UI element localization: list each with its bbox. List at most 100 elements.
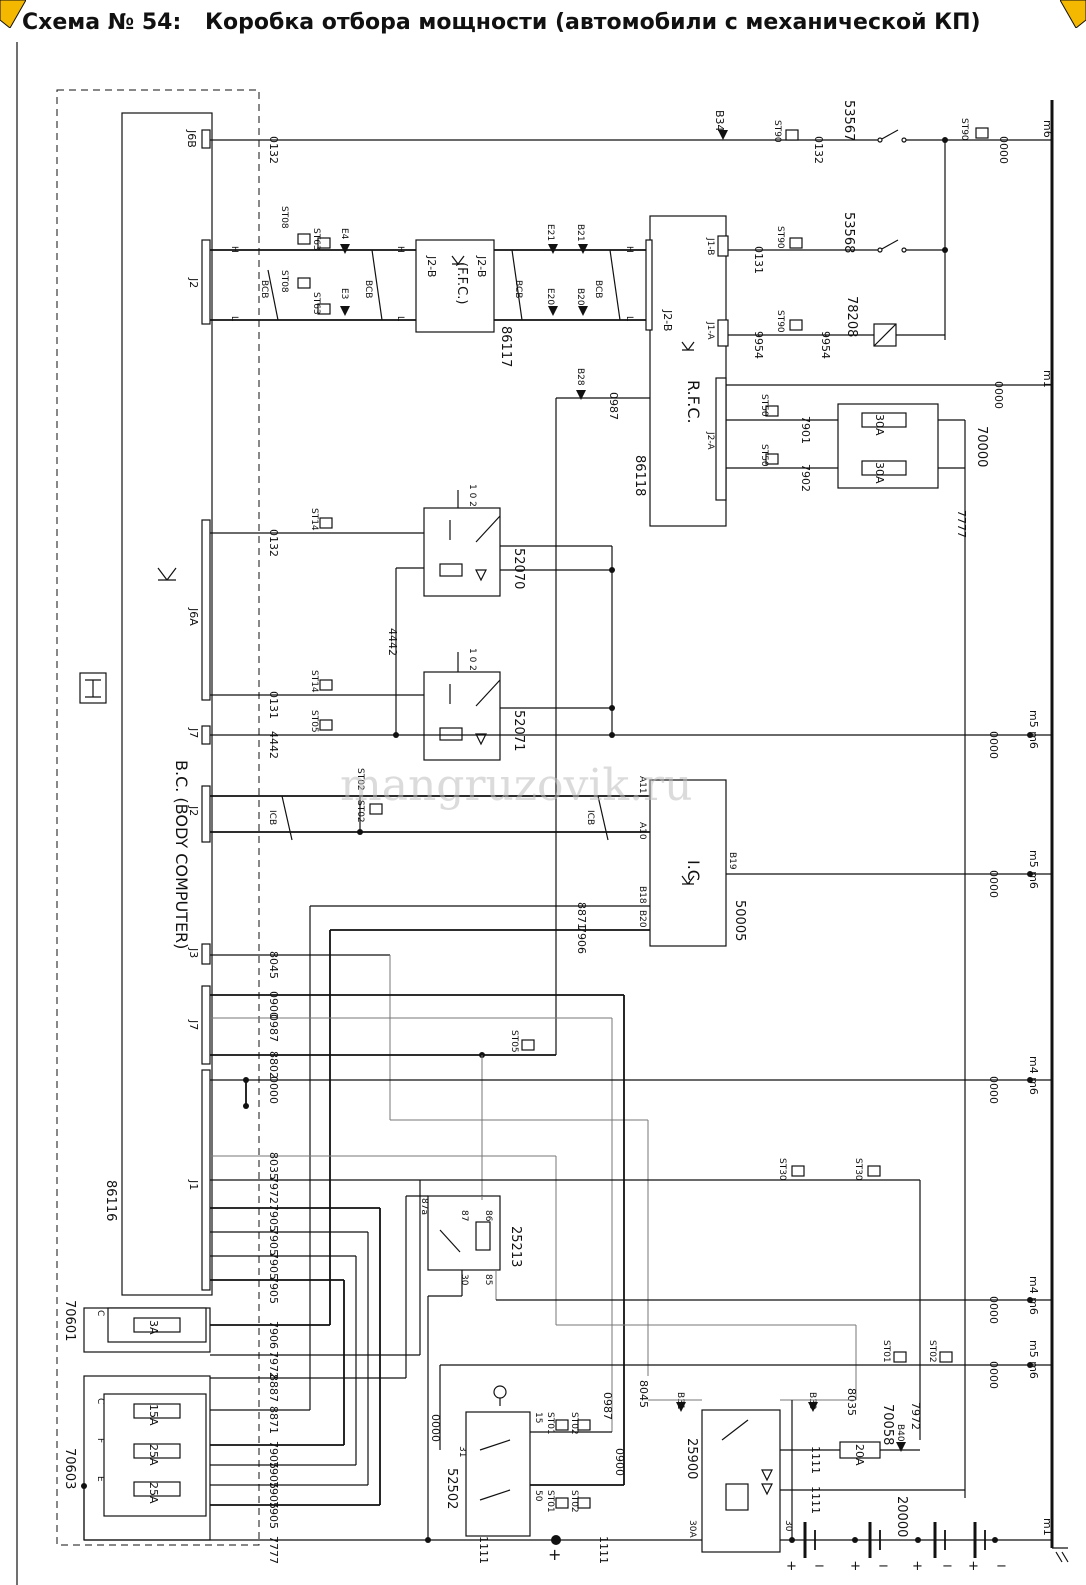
wiring-pictogram-icon (79, 672, 107, 704)
ground-m1: m1 (1041, 370, 1054, 388)
diagram-label: J2-B (661, 309, 674, 331)
diagram-label: 0131 (267, 691, 280, 719)
diagram-label: 0000 (992, 381, 1005, 409)
diagram-label: 7902 (799, 464, 812, 492)
diagram-label: 0987 (267, 1014, 280, 1042)
fuse-box-70000: 30A 30A 70000 (837, 403, 989, 489)
diagram-label: 9954 (819, 331, 832, 359)
diagram-label: 7777 (955, 510, 968, 538)
ground-m5m6-b: m5 m6 (1027, 850, 1040, 889)
diagram-label: 7905 (267, 1461, 280, 1489)
diagram-label: 15A (147, 1404, 160, 1426)
diagram-label: 0900 (613, 1448, 626, 1476)
diagram-label: 52502 (444, 1468, 459, 1509)
diagram-label: 86117 (498, 326, 513, 367)
diagram-label: B28 (575, 368, 585, 386)
diagram-label: J1-B (705, 237, 715, 255)
diagram-label: 7905 (267, 1501, 280, 1529)
diagram-label: 0000 (987, 870, 1000, 898)
rfc-86118: R.F.C. J2-B 86118 J1-B J1-A J2-A (632, 215, 729, 527)
relay-52070: 1 0 2 52070 (423, 484, 526, 597)
connector-j6b: J6B (185, 129, 198, 148)
diagram-label: 0000 (429, 1414, 442, 1442)
wire-0132-top: 0132 0132 B34 ST90 (210, 110, 880, 164)
diagram-label: ST50 (759, 394, 769, 417)
ground-m5m6-c: m5 m6 (1027, 1340, 1040, 1379)
diagram-label: 0987 (607, 392, 620, 420)
diagram-label: 0000 (987, 1361, 1000, 1389)
diagram-label: ICB (267, 810, 277, 825)
diagram-label: E3 (339, 288, 349, 299)
diagram-label: 7777 (267, 1536, 280, 1564)
connector-j3: J3 (187, 947, 200, 958)
svg-text:1 0 2: 1 0 2 (467, 484, 477, 507)
diagram-label: 30A (873, 462, 886, 484)
diagram-label: − (814, 1559, 825, 1574)
diagram-label: ST01 (545, 1490, 555, 1513)
diagram-label: + (912, 1559, 923, 1574)
diagram-label: ST05 (509, 1030, 519, 1053)
watermark: mangruzovik.ru (340, 760, 692, 811)
diagram-label: 0000 (267, 1076, 280, 1104)
bc-connector-pins (201, 129, 211, 1291)
diagram-label: 7905 (267, 1441, 280, 1469)
ground-m5m6-a: m5 m6 (1027, 710, 1040, 749)
diagram-label: 7972 (267, 1351, 280, 1379)
corner-badge-right-icon (1060, 0, 1086, 28)
body-computer-label: B.C. (BODY COMPUTER) (172, 760, 191, 949)
diagram-label: BCB (259, 280, 269, 298)
ground-m1-bottom: m1 (1041, 1518, 1054, 1536)
diagram-label: ST30 (853, 1158, 863, 1181)
ground-m6-top: m6 (1041, 120, 1054, 138)
switch-53567: 53567 (841, 100, 945, 143)
diagram-label: R.F.C. (684, 380, 703, 424)
diagram-label: + (786, 1559, 797, 1574)
diagram-label: 78208 (844, 296, 859, 337)
connector-j2-ic: J2 (187, 805, 200, 816)
diagram-label: 7972 (909, 1402, 922, 1430)
can-bus-icb: ICB ICB ST02 ST02 (210, 768, 650, 841)
diagram-label: 87 (459, 1210, 469, 1221)
diagram-label: 8802 (267, 1051, 280, 1079)
diagram-label: ST90 (772, 120, 782, 143)
diagram-label: BCB (513, 280, 523, 298)
ffc-86117: (F.F.C.) J2-B J2-B 86117 (415, 239, 513, 367)
diagram-label: 20000 (894, 1496, 909, 1537)
diagram-label: 7901 (799, 416, 812, 444)
diagram-label: I.C. (684, 860, 703, 886)
diagram-label: ST02 (569, 1490, 579, 1513)
diagram-label: L (624, 316, 634, 321)
diagram-label: 25A (147, 1444, 160, 1466)
ground-m4m6-b: m4 m6 (1027, 1276, 1040, 1315)
diagram-label: ST63 (311, 228, 321, 251)
can-bus-bcb: BCB BCB BCB BCB ST08 ST08 ST63 ST63 E4 E… (210, 206, 646, 321)
diagram-label: B20 (637, 910, 647, 928)
body-computer-code: 86116 (103, 1180, 118, 1221)
diagram-label: 70603 (62, 1448, 77, 1489)
diagram-label: 0131 (752, 246, 765, 274)
diagram-label: 25A (147, 1482, 160, 1504)
wire-7901-7902: 7901 7902 ST50 ST50 (726, 394, 838, 492)
diagram-label: E (95, 1476, 105, 1482)
diagram-label: 0987 (601, 1392, 614, 1420)
diagram-label: 4442 (267, 731, 280, 759)
diagram-label: 7905 (267, 1204, 280, 1232)
svg-text:1 0 2: 1 0 2 (467, 648, 477, 671)
diagram-label: 8035 (267, 1152, 280, 1180)
diagram-label: − (878, 1559, 889, 1574)
diagram-label: 8871 (575, 902, 588, 930)
diagram-label: mangruzovik.ru (340, 760, 692, 811)
diagram-label: 31 (457, 1446, 467, 1457)
diagram-label: ST02 (927, 1340, 937, 1363)
scheme-number: Схема № 54: (22, 10, 182, 35)
diagram-label: + (548, 1545, 561, 1564)
diagram-label: ST90 (775, 226, 785, 249)
diagram-label: ST02 (355, 768, 365, 791)
diagram-label: C (95, 1398, 105, 1404)
diagram-label: B18 (637, 886, 647, 904)
connector-j2: J2 (187, 277, 200, 288)
diagram-label: ST14 (309, 670, 319, 693)
diagram-label: (F.F.C.) (454, 262, 469, 304)
diagram-label: 0132 (267, 136, 280, 164)
